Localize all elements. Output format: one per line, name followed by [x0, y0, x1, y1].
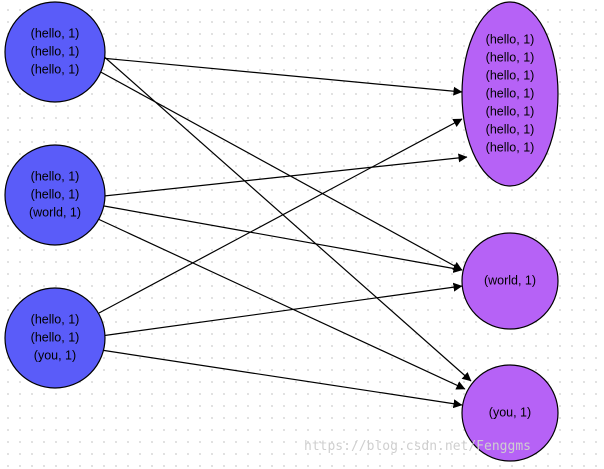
node-label: (hello, 1): [486, 68, 535, 82]
node-label: (world, 1): [29, 205, 81, 219]
edge-s3-to-t3: [100, 349, 463, 409]
node-label: (hello, 1): [486, 86, 535, 100]
node-label: (hello, 1): [486, 104, 535, 118]
target-node-2: (world, 1): [461, 232, 559, 330]
node-label: (you, 1): [34, 348, 76, 362]
target-node-1-shape: [461, 1, 559, 187]
source-node-2-shape: [4, 144, 106, 246]
edge-s1-to-t3: [100, 53, 472, 382]
node-label: (hello, 1): [486, 32, 535, 46]
source-node-3-shape: [4, 287, 106, 389]
node-label: (hello, 1): [31, 187, 80, 201]
node-label: (hello, 1): [31, 312, 80, 326]
edge-s2-to-t3: [97, 218, 466, 390]
node-label: (hello, 1): [486, 140, 535, 154]
node-label: (hello, 1): [31, 44, 80, 58]
node-label: (you, 1): [489, 405, 531, 419]
node-label: (hello, 1): [31, 169, 80, 183]
edge-s1-to-t1: [100, 57, 463, 96]
source-node-1-shape: [4, 1, 106, 103]
node-label: (hello, 1): [486, 122, 535, 136]
nodes-layer: (hello, 1)(hello, 1)(hello, 1)(hello, 1)…: [4, 1, 559, 462]
edge-s2-to-t2: [103, 205, 463, 273]
watermark-text: https://blog.csdn.net/Fenggms: [304, 439, 531, 454]
node-label: (hello, 1): [486, 50, 535, 64]
edge-s2-to-t1: [103, 153, 468, 197]
edge-s3-to-t1: [98, 118, 463, 314]
target-node-3: (you, 1): [461, 364, 559, 462]
edges-layer: [96, 53, 472, 409]
edge-s3-to-t2: [100, 282, 463, 337]
source-node-3: (hello, 1) (hello, 1) (you, 1): [4, 287, 106, 389]
node-label: (world, 1): [484, 273, 536, 287]
target-node-2-shape: [461, 232, 559, 330]
target-node-3-shape: [461, 364, 559, 462]
source-node-2: (hello, 1) (hello, 1) (world, 1): [4, 144, 106, 246]
node-label: (hello, 1): [31, 62, 80, 76]
target-node-1: (hello, 1) (hello, 1) (hello, 1) (hello, 1)…: [461, 1, 559, 187]
edge-s1-to-t2: [96, 69, 463, 271]
node-label: (hello, 1): [31, 330, 80, 344]
source-node-1: (hello, 1) (hello, 1) (hello, 1): [4, 1, 106, 103]
node-label: (hello, 1): [31, 26, 80, 40]
